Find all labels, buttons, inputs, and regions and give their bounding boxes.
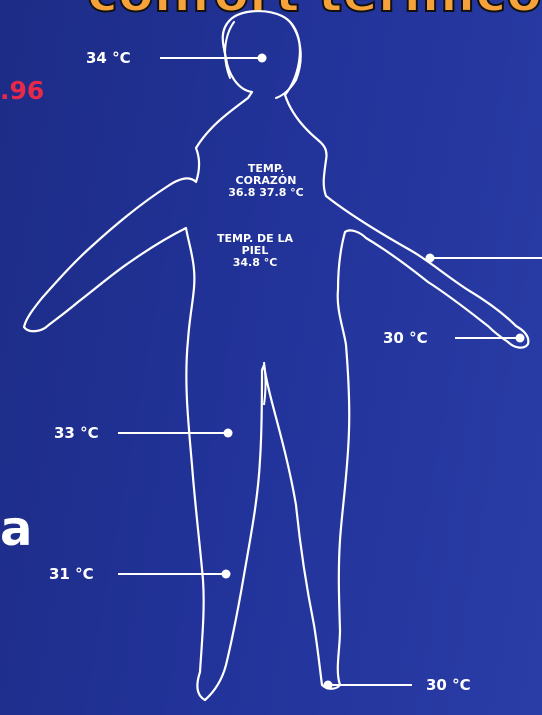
core-temp-heading: TEMP. CORAZÓN	[231, 163, 301, 187]
core-temp-value: 36.8 37.8 °C	[211, 187, 321, 199]
leg-inner-outline	[264, 362, 266, 405]
foot-dot	[324, 681, 333, 690]
skin-temp-label: TEMP. DE LA PIEL 34.8 °C	[200, 233, 310, 269]
arm-dot	[426, 254, 435, 263]
thigh-temp-label: 33 °C	[54, 424, 99, 442]
head-dot	[258, 54, 267, 63]
skin-temp-value: 34.8 °C	[200, 257, 310, 269]
hand-dot	[516, 334, 525, 343]
head-temp-label: 34 °C	[86, 49, 131, 67]
body-outline	[24, 11, 528, 700]
shin-dot	[222, 570, 231, 579]
shin-temp-label: 31 °C	[49, 565, 94, 583]
foot-temp-label: 30 °C	[426, 676, 471, 694]
skin-temp-heading: TEMP. DE LA PIEL	[205, 233, 305, 257]
core-temp-label: TEMP. CORAZÓN 36.8 37.8 °C	[211, 163, 321, 199]
hand-temp-label: 30 °C	[383, 329, 428, 347]
thigh-dot	[224, 429, 233, 438]
